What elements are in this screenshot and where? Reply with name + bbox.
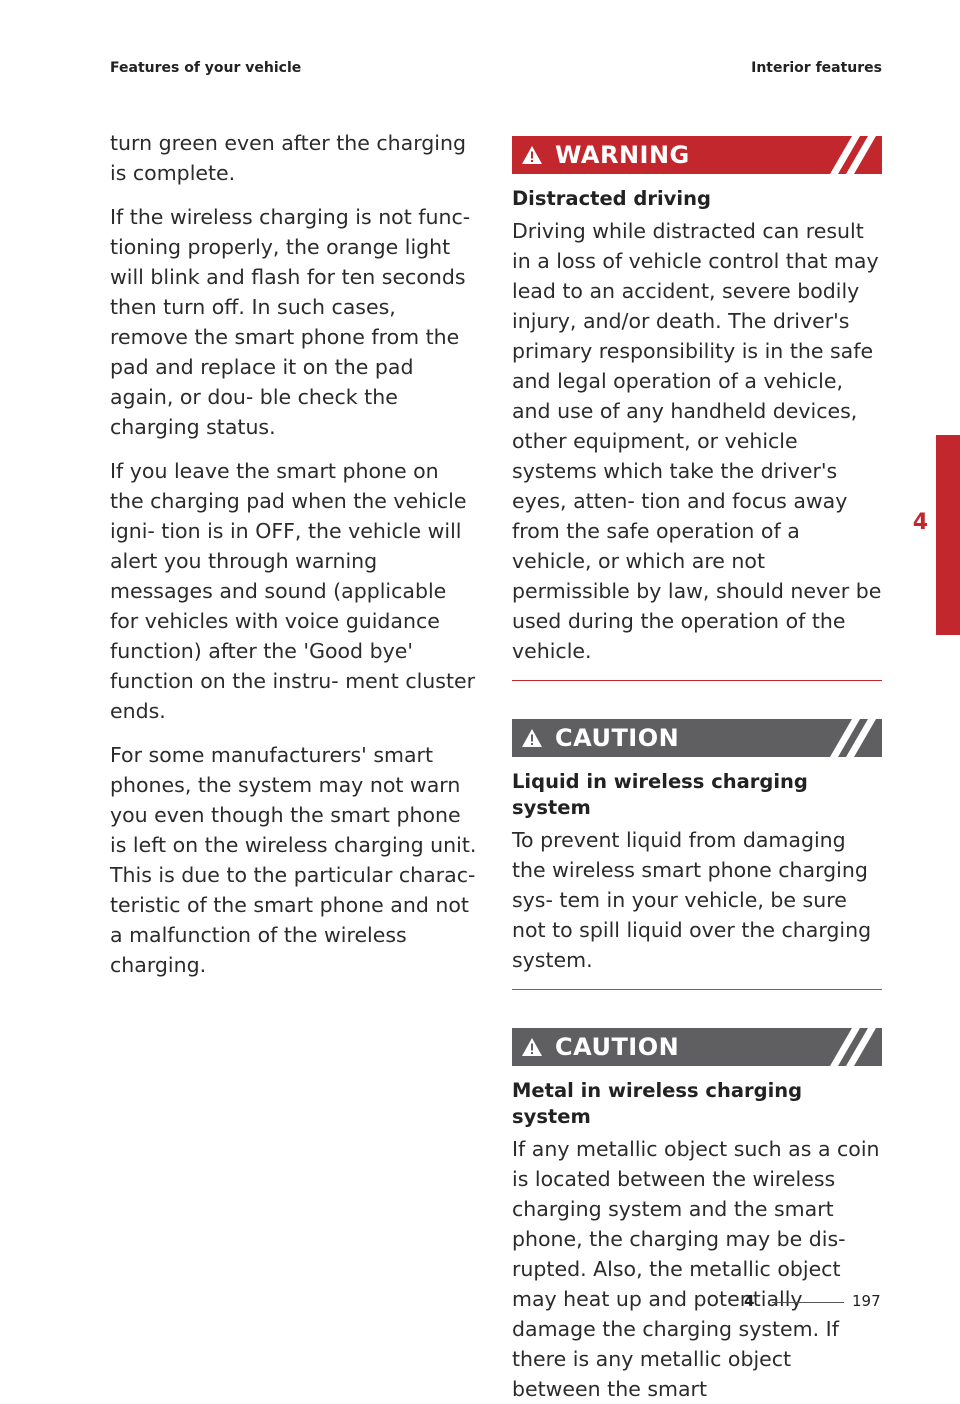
caution-label: CAUTION xyxy=(555,724,680,752)
warning-triangle-icon xyxy=(521,1037,543,1057)
slash-decoration-icon xyxy=(830,1028,876,1066)
page-number: 197 xyxy=(852,1292,881,1310)
slash-decoration-icon xyxy=(830,719,876,757)
caution-notice: CAUTION Liquid in wireless charging syst… xyxy=(512,719,882,990)
right-column: WARNING Distracted driving Driving while… xyxy=(512,136,882,1404)
caution-label: CAUTION xyxy=(555,1033,680,1061)
chapter-tab-number: 4 xyxy=(912,510,928,535)
warning-label: WARNING xyxy=(555,141,690,169)
body-paragraph: If the wireless charging is not func- ti… xyxy=(110,205,471,439)
notice-title: Metal in wireless charging system xyxy=(512,1079,803,1128)
chapter-side-tab xyxy=(936,435,960,635)
left-column: turn green even after the charging is co… xyxy=(110,128,478,994)
caution-banner: CAUTION xyxy=(512,719,882,757)
warning-banner: WARNING xyxy=(512,136,882,174)
notice-body: To prevent liquid from damaging the wire… xyxy=(512,828,872,972)
slash-decoration-icon xyxy=(830,136,876,174)
notice-divider xyxy=(512,989,882,990)
footer-chapter: 4 xyxy=(744,1292,755,1310)
notice-title: Distracted driving xyxy=(512,187,711,210)
body-paragraph: If you leave the smart phone on the char… xyxy=(110,459,476,723)
body-paragraph: For some manufacturers' smart phones, th… xyxy=(110,743,477,977)
notice-body: If any metallic object such as a coin is… xyxy=(512,1137,880,1401)
header-left: Features of your vehicle xyxy=(110,60,302,76)
notice-body: Driving while distracted can result in a… xyxy=(512,219,882,663)
warning-notice: WARNING Distracted driving Driving while… xyxy=(512,136,882,681)
caution-notice: CAUTION Metal in wireless charging syste… xyxy=(512,1028,882,1404)
notice-title: Liquid in wireless charging system xyxy=(512,770,808,819)
header-right: Interior features xyxy=(751,60,882,76)
warning-triangle-icon xyxy=(521,145,543,165)
warning-triangle-icon xyxy=(521,728,543,748)
body-paragraph: turn green even after the charging is co… xyxy=(110,131,466,185)
notice-divider xyxy=(512,680,882,681)
caution-banner: CAUTION xyxy=(512,1028,882,1066)
footer-divider xyxy=(772,1302,844,1303)
